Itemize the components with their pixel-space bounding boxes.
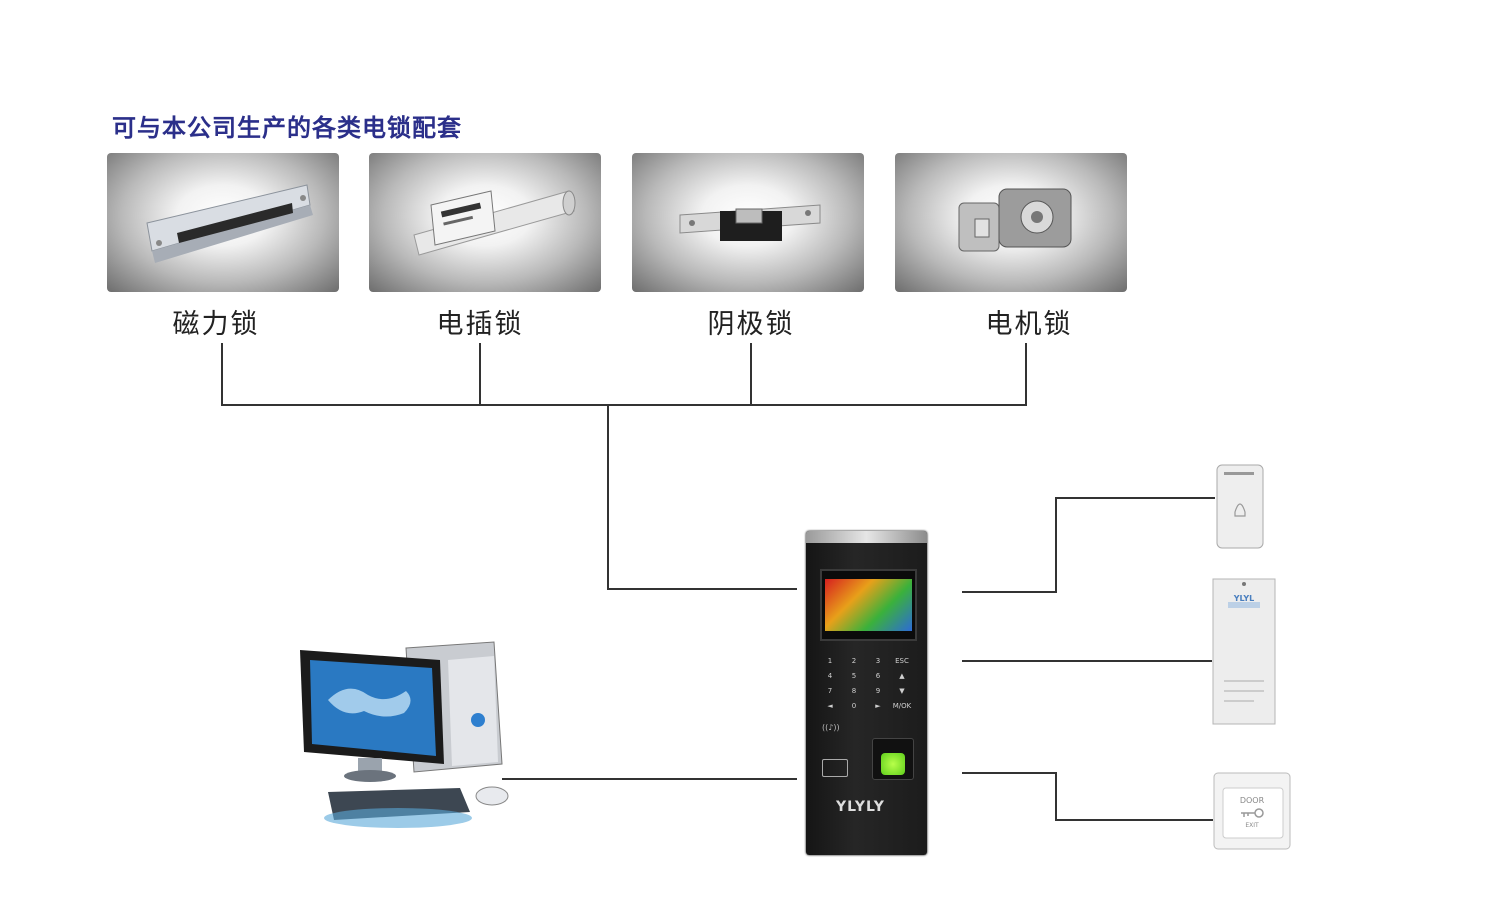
key-3[interactable]: 3 [875,657,881,665]
strike-lock-icon [679,204,821,241]
fingerprint-pad [881,753,905,775]
card-reader-icon[interactable] [822,759,848,777]
wire-locks-to-controller [607,405,797,590]
lock-label-motor: 电机锁 [985,309,1073,340]
key-icon [1241,808,1264,818]
key-2[interactable]: 2 [851,657,857,665]
wire-exit-button [962,772,1213,821]
wire-doorbell [962,497,1215,593]
controller-screen[interactable] [820,569,917,641]
key-esc[interactable]: ESC [895,657,909,665]
lock-card-strike [632,153,864,292]
controller-top-strip [806,531,927,543]
key-menu-ok[interactable]: M/OK [892,702,912,710]
computer-icon [300,641,509,828]
lock-card-motor [895,153,1127,292]
key-down[interactable]: ▼ [899,687,905,695]
exit-button-bottom-label: EXIT [1245,822,1259,829]
screen-menu [825,579,912,631]
controller-brand: YLYLY [836,799,885,815]
key-left[interactable]: ◄ [827,702,833,710]
lock-label-bolt: 电插锁 [436,309,524,340]
doorbell [1216,464,1264,549]
key-1[interactable]: 1 [827,657,833,665]
computer [298,640,513,832]
lock-card-magnetic [107,153,339,292]
magnetic-lock-icon [146,184,313,263]
motor-lock-icon [958,188,1072,252]
key-9[interactable]: 9 [875,687,881,695]
lock-label-magnetic: 磁力锁 [172,309,260,340]
rf-icon: ((♪)) [822,723,840,732]
key-up[interactable]: ▲ [899,672,905,680]
power-supply-brand: YLYL [1233,594,1255,603]
key-5[interactable]: 5 [851,672,857,680]
key-8[interactable]: 8 [851,687,857,695]
bolt-lock-icon [413,190,576,256]
key-7[interactable]: 7 [827,687,833,695]
doorbell-icon [1234,503,1246,517]
access-controller[interactable]: 1 2 3 ESC 4 5 6 ▲ 7 8 9 ▼ ◄ 0 ► M/OK ((♪… [806,531,927,855]
page-title: 可与本公司生产的各类电锁配套 [112,114,462,142]
key-6[interactable]: 6 [875,672,881,680]
key-right[interactable]: ► [875,702,881,710]
lock-label-strike: 阴极锁 [707,309,795,340]
key-0[interactable]: 0 [851,702,857,710]
exit-button: DOOR EXIT [1213,772,1291,850]
exit-button-top-label: DOOR [1239,796,1265,805]
lock-card-bolt [369,153,601,292]
power-supply: YLYL [1212,578,1276,725]
lock-bus-wire [221,343,1027,406]
fingerprint-sensor[interactable] [872,738,914,780]
key-4[interactable]: 4 [827,672,833,680]
